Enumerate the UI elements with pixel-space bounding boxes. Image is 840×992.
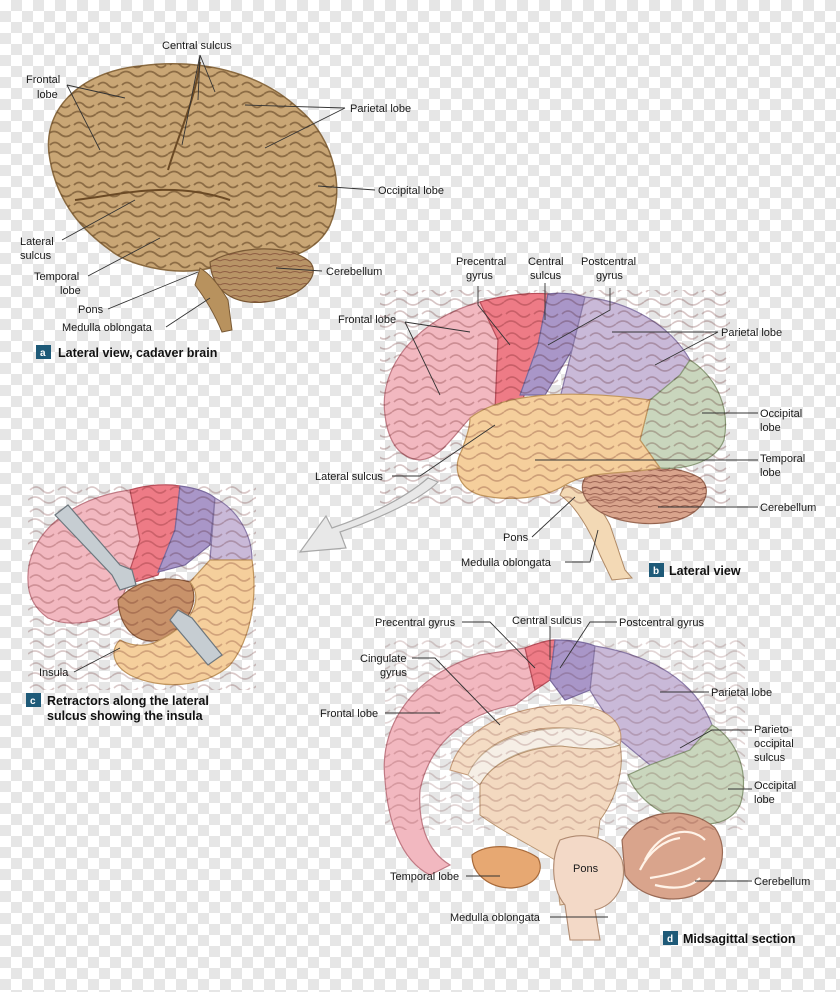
temporal-lobe-d: [471, 846, 541, 889]
badge-d-letter: d: [667, 934, 673, 945]
label-postcentral-b: Postcentral: [581, 256, 636, 268]
panel-c: Insula c Retractors along the lateral su…: [26, 484, 256, 723]
badge-d: [663, 931, 678, 945]
label-frontal-d: Frontal lobe: [320, 708, 378, 720]
label-precentral-b: Precentral: [456, 256, 506, 268]
label-central-sulcus-a: Central sulcus: [162, 40, 232, 52]
panel-b: Precentral gyrus Central sulcus Postcent…: [315, 256, 816, 581]
label-parietal-b: Parietal lobe: [721, 327, 782, 339]
label-parieto-d-3: sulcus: [754, 752, 786, 764]
label-pons-a: Pons: [78, 304, 104, 316]
caption-d: Midsagittal section: [683, 932, 796, 946]
label-cerebellum-a: Cerebellum: [326, 266, 382, 278]
label-medulla-d: Medulla oblongata: [450, 912, 541, 924]
label-parieto-d-2: occipital: [754, 738, 794, 750]
label-occipital-d: Occipital: [754, 780, 796, 792]
label-temporal-lobe-a-2: lobe: [60, 285, 81, 297]
arbor-vitae: [639, 830, 706, 889]
label-temporal-b: Temporal: [760, 453, 805, 465]
gyri-texture-d: [385, 640, 745, 830]
label-cerebellum-b: Cerebellum: [760, 502, 816, 514]
label-postcentral-d: Postcentral gyrus: [619, 617, 704, 629]
badge-c-letter: c: [30, 696, 36, 707]
label-temporal-b-2: lobe: [760, 467, 781, 479]
label-frontal-lobe-a: Frontal: [26, 74, 60, 86]
label-lateral-sulcus-a-2: sulcus: [20, 250, 52, 262]
panel-d: Precentral gyrus Central sulcus Postcent…: [320, 615, 810, 946]
label-central-b-2: sulcus: [530, 270, 562, 282]
label-central-b: Central: [528, 256, 563, 268]
label-cingulate-d-2: gyrus: [380, 667, 407, 679]
gyri-texture-b: [380, 290, 730, 505]
badge-b-letter: b: [653, 566, 659, 577]
badge-c: [26, 693, 41, 707]
retractor-lower-icon: [169, 609, 223, 666]
label-frontal-lobe-a-2: lobe: [37, 89, 58, 101]
label-insula-c: Insula: [39, 667, 69, 679]
label-parietal-lobe-a: Parietal lobe: [350, 103, 411, 115]
label-cingulate-d: Cingulate: [360, 653, 406, 665]
caption-a: Lateral view, cadaver brain: [58, 346, 217, 360]
badge-a-letter: a: [40, 348, 46, 359]
label-pons-b: Pons: [503, 532, 529, 544]
label-occipital-b-2: lobe: [760, 422, 781, 434]
label-central-d: Central sulcus: [512, 615, 582, 627]
label-lateral-sulcus-a: Lateral: [20, 236, 54, 248]
label-frontal-b: Frontal lobe: [338, 314, 396, 326]
label-occipital-lobe-a: Occipital lobe: [378, 185, 444, 197]
label-medulla-a: Medulla oblongata: [62, 322, 153, 334]
label-precentral-b-2: gyrus: [466, 270, 493, 282]
label-parieto-d: Parieto-: [754, 724, 793, 736]
badge-a: [36, 345, 51, 359]
label-pons-d: Pons: [573, 863, 599, 875]
label-parietal-d: Parietal lobe: [711, 687, 772, 699]
retractor-upper-icon: [54, 504, 137, 591]
caption-c-line2: sulcus showing the insula: [47, 709, 204, 723]
label-cerebellum-d: Cerebellum: [754, 876, 810, 888]
label-precentral-d: Precentral gyrus: [375, 617, 456, 629]
label-medulla-b: Medulla oblongata: [461, 557, 552, 569]
label-occipital-d-2: lobe: [754, 794, 775, 806]
label-occipital-b: Occipital: [760, 408, 802, 420]
pons-d: [553, 835, 624, 941]
label-temporal-lobe-a: Temporal: [34, 271, 79, 283]
caption-b: Lateral view: [669, 564, 741, 578]
badge-b: [649, 563, 664, 577]
arrow-b-to-c: [298, 477, 440, 553]
label-lateral-sulcus-b: Lateral sulcus: [315, 471, 383, 483]
caption-c-line1: Retractors along the lateral: [47, 694, 209, 708]
label-postcentral-b-2: gyrus: [596, 270, 623, 282]
panel-a: Central sulcus Frontal lobe Parietal lob…: [20, 40, 444, 360]
label-temporal-d: Temporal lobe: [390, 871, 459, 883]
cadaver-brainstem: [194, 267, 233, 333]
